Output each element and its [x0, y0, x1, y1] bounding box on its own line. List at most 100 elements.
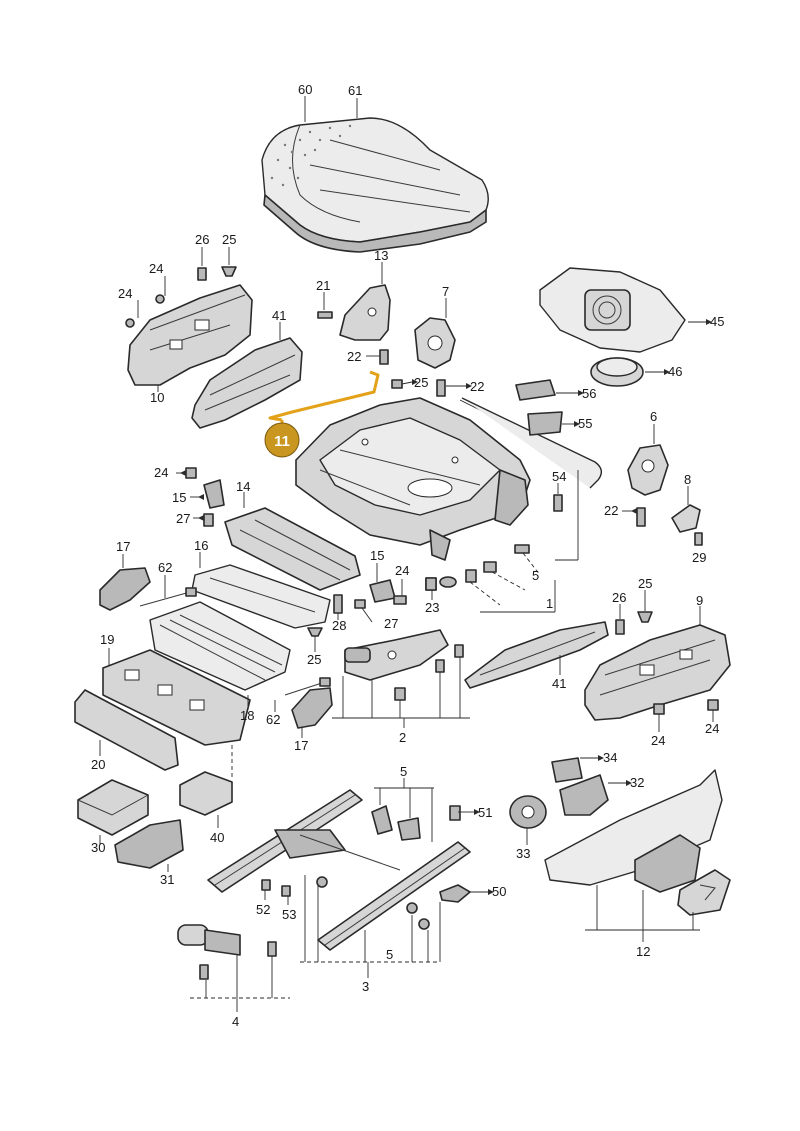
seat-frame-part[interactable]	[295, 397, 531, 561]
switch-33-part[interactable]	[509, 795, 547, 829]
label-46: 46	[668, 364, 682, 379]
clip-part[interactable]	[307, 627, 323, 637]
bolt-part[interactable]	[636, 507, 646, 527]
connector-55-part[interactable]	[527, 411, 563, 436]
cover-plate-45-part[interactable]	[539, 267, 686, 353]
trim-41-upper-part[interactable]	[191, 337, 303, 429]
bolt-part[interactable]	[379, 349, 389, 365]
cushion-pad-17-upper-part[interactable]	[99, 567, 151, 611]
bolt-part[interactable]	[418, 918, 430, 930]
screw-part[interactable]	[197, 267, 207, 281]
bolt-part[interactable]	[333, 594, 343, 614]
height-adjuster-2-part[interactable]	[344, 629, 449, 681]
clip-23-part[interactable]	[425, 577, 437, 591]
bolt-part[interactable]	[316, 876, 328, 888]
bolt-part[interactable]	[435, 659, 445, 673]
label-53: 53	[282, 907, 296, 922]
bolt-part[interactable]	[553, 494, 563, 512]
plate-50-part[interactable]	[439, 884, 471, 903]
label-12: 12	[636, 944, 650, 959]
side-panel-12-part[interactable]	[544, 769, 731, 916]
side-trim-left-part[interactable]	[127, 284, 253, 386]
label-25a: 25	[222, 232, 236, 247]
screw-part[interactable]	[653, 703, 665, 715]
screw-part[interactable]	[281, 885, 291, 897]
clip-part[interactable]	[221, 266, 237, 277]
side-trim-right-part[interactable]	[584, 624, 731, 721]
bolt-part[interactable]	[465, 569, 477, 583]
label-62b: 62	[266, 712, 280, 727]
bolt-part[interactable]	[436, 379, 446, 397]
label-25b: 25	[414, 375, 428, 390]
label-30: 30	[91, 840, 105, 855]
control-unit-30-part[interactable]	[77, 779, 149, 836]
wire-harness-11-highlight[interactable]	[268, 370, 380, 422]
screw-part[interactable]	[267, 941, 277, 957]
bracket-6-part[interactable]	[627, 444, 669, 496]
part-11-label[interactable]: 11	[274, 433, 290, 450]
label-21: 21	[316, 278, 330, 293]
label-5a: 5	[532, 568, 539, 583]
screw-part[interactable]	[317, 311, 333, 319]
seat-heater-mat-18-part[interactable]	[149, 601, 291, 691]
label-13: 13	[374, 248, 388, 263]
label-60: 60	[298, 82, 312, 97]
label-22b: 22	[470, 379, 484, 394]
screw-part[interactable]	[707, 699, 719, 711]
callout-labels: 60 61 13 7 26 25 24 24 10 41 21 22 25 22…	[91, 82, 724, 1029]
label-29: 29	[692, 550, 706, 565]
screw-part[interactable]	[391, 379, 403, 389]
bolt-part[interactable]	[394, 687, 406, 701]
screw-part[interactable]	[125, 318, 135, 328]
washer-part[interactable]	[439, 576, 457, 588]
screw-part[interactable]	[155, 294, 165, 304]
screw-part[interactable]	[615, 619, 625, 635]
screw-part[interactable]	[203, 513, 214, 527]
seat-cushion-part[interactable]	[261, 117, 489, 253]
label-56: 56	[582, 386, 596, 401]
clip-15-part[interactable]	[203, 479, 225, 509]
bracket-13-part[interactable]	[339, 284, 391, 341]
connector-56-part[interactable]	[515, 379, 556, 401]
bracket-7-part[interactable]	[414, 317, 456, 369]
trim-bar-20-part[interactable]	[74, 689, 179, 771]
label-32: 32	[630, 775, 644, 790]
screw-part[interactable]	[393, 595, 407, 605]
bracket-31-part[interactable]	[114, 819, 184, 869]
label-41a: 41	[272, 308, 286, 323]
screw-part[interactable]	[261, 879, 271, 891]
clip-part[interactable]	[637, 611, 653, 623]
bracket-5-part[interactable]	[371, 805, 421, 841]
part-11-badge[interactable]	[264, 422, 300, 458]
label-15b: 15	[370, 548, 384, 563]
label-22c: 22	[604, 503, 618, 518]
cushion-pad-17-lower-part[interactable]	[291, 687, 333, 729]
cable-62-lower-part[interactable]	[284, 677, 331, 696]
bolt-part[interactable]	[483, 561, 497, 573]
module-40-part[interactable]	[179, 771, 233, 816]
bolt-part[interactable]	[454, 644, 464, 658]
bolt-part[interactable]	[514, 544, 530, 554]
switch-34-part[interactable]	[551, 757, 583, 783]
bolt-part[interactable]	[199, 964, 209, 980]
connector-8-part[interactable]	[671, 504, 701, 533]
bolt-part[interactable]	[406, 902, 418, 914]
screw-part[interactable]	[185, 467, 197, 479]
pan-14-part[interactable]	[224, 507, 361, 591]
motor-tube-part[interactable]	[274, 829, 401, 871]
switch-32-part[interactable]	[559, 774, 609, 816]
motor-4-part[interactable]	[177, 924, 241, 956]
screw-part[interactable]	[354, 599, 366, 609]
motor-46-part[interactable]	[590, 357, 644, 387]
clip-15-part[interactable]	[369, 579, 396, 603]
screw-part[interactable]	[449, 805, 461, 821]
screw-part[interactable]	[694, 532, 703, 546]
cushion-19-part[interactable]	[102, 649, 251, 746]
label-8: 8	[684, 472, 691, 487]
label-3: 3	[362, 979, 369, 994]
label-27b: 27	[384, 616, 398, 631]
seat-rail-right-part[interactable]	[317, 841, 471, 951]
trim-41-lower-part[interactable]	[464, 621, 609, 689]
cable-62-upper-part[interactable]	[139, 587, 197, 607]
